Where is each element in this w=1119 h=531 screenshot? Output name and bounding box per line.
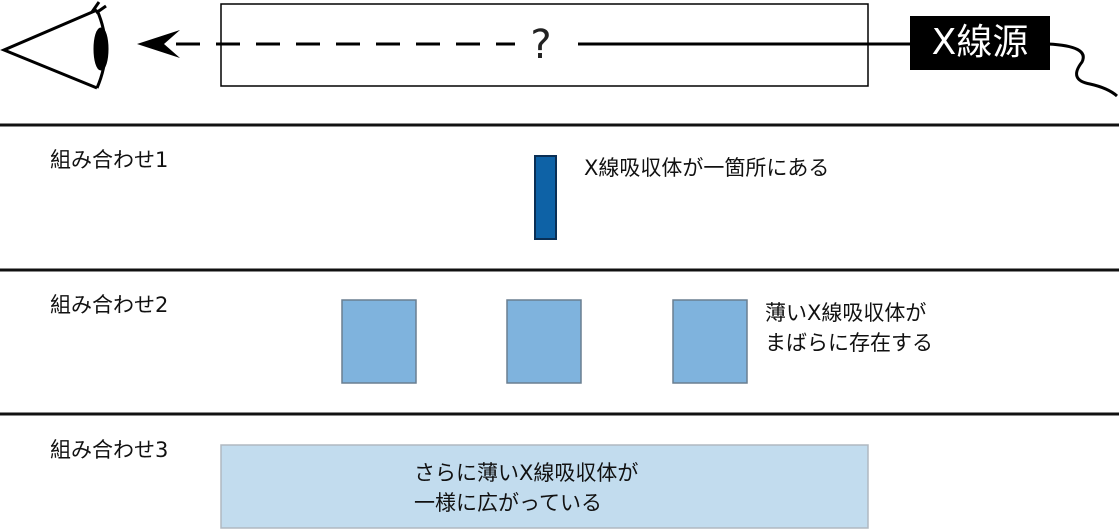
row-2-label: 組み合わせ2	[50, 293, 169, 317]
eye-icon	[0, 1, 109, 90]
row-1-note: X線吸収体が一箇所にある	[584, 156, 830, 180]
thin-absorber-2	[506, 299, 582, 384]
question-mark: ?	[515, 16, 567, 76]
dense-absorber	[534, 155, 557, 240]
row-3-note: さらに薄いX線吸収体が 一様に広がっている	[414, 461, 639, 515]
thin-absorber-3	[672, 299, 748, 384]
row-2-note: 薄いX線吸収体が まばらに存在する	[765, 301, 933, 355]
thinner-absorber	[220, 444, 869, 529]
thin-absorber-1	[341, 299, 417, 384]
row-1-label: 組み合わせ1	[50, 148, 169, 172]
unknown-object-box	[220, 3, 869, 87]
arrow-head-icon	[137, 30, 180, 58]
row-3-label: 組み合わせ3	[50, 438, 169, 462]
x-ray-source-label: X線源	[910, 16, 1050, 70]
source-cable	[1047, 42, 1118, 98]
